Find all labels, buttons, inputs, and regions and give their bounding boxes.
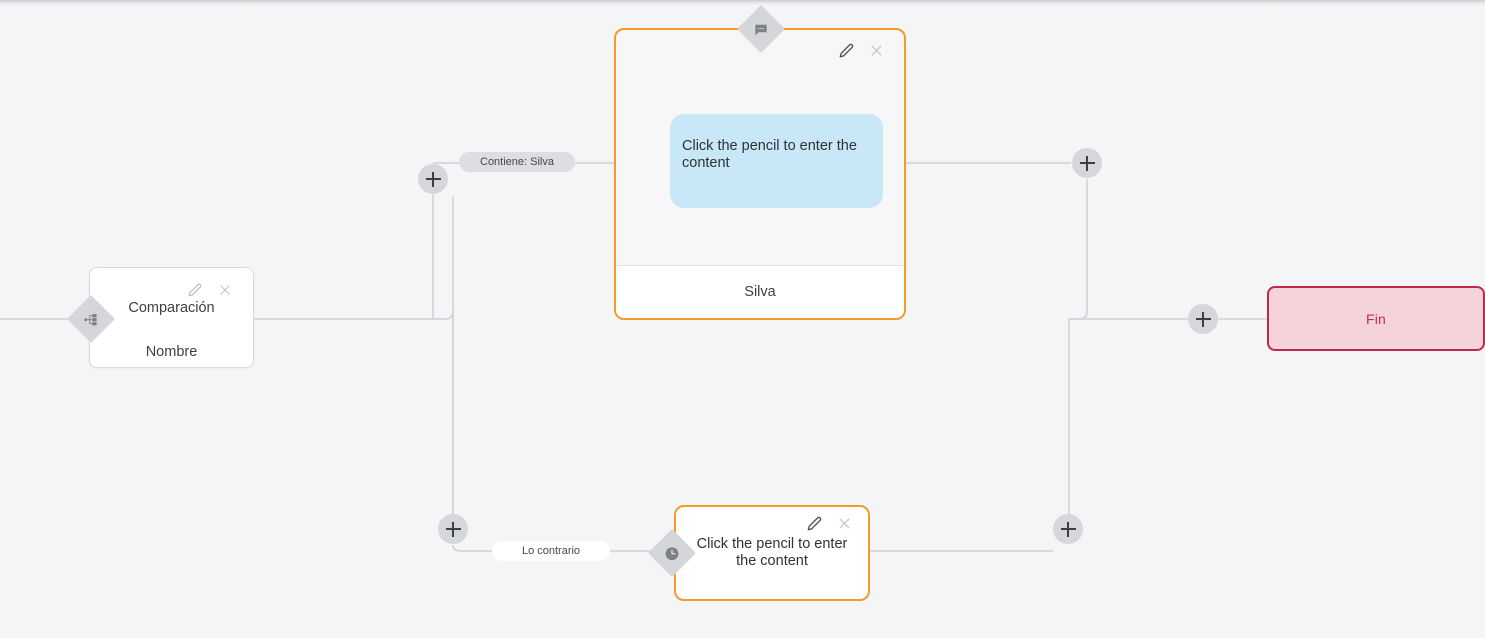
edge-label-false-branch[interactable]: Lo contrario — [492, 541, 610, 561]
pencil-icon[interactable] — [838, 42, 854, 58]
edge-plus-to-label-false — [452, 544, 492, 552]
edge-label-true-branch[interactable]: Contiene: Silva — [459, 152, 575, 172]
node-end-label: Fin — [1365, 310, 1387, 327]
sitemap-icon — [84, 312, 99, 327]
add-node-before-end[interactable] — [1188, 304, 1218, 334]
node-comparison-subtitle: Nombre — [145, 344, 198, 360]
node-delay-actions — [806, 515, 852, 531]
pencil-icon[interactable] — [187, 282, 203, 298]
add-node-false-branch[interactable] — [438, 514, 468, 544]
sitemap-icon-badge[interactable] — [66, 294, 116, 344]
edge-plus-down-to-merge — [1069, 179, 1088, 320]
add-node-true-branch[interactable] — [418, 164, 448, 194]
clock-icon — [664, 545, 681, 562]
node-comparison[interactable]: Comparación Nombre — [89, 267, 254, 368]
edge-comparison-to-true-trunk — [254, 196, 454, 320]
add-node-after-message[interactable] — [1072, 148, 1102, 178]
node-message[interactable]: Click the pencil to enter the content Si… — [614, 28, 906, 320]
node-comparison-title: Comparación — [128, 300, 215, 316]
close-icon[interactable] — [217, 282, 233, 298]
pencil-icon[interactable] — [806, 515, 822, 531]
node-delay[interactable]: Click the pencil to enter the content — [674, 505, 870, 601]
close-icon[interactable] — [868, 42, 884, 58]
chat-bubble-icon — [754, 22, 769, 37]
node-delay-text: Click the pencil to enter the content — [696, 536, 848, 570]
chat-bubble-icon-badge[interactable] — [736, 4, 786, 54]
node-message-actions — [838, 42, 884, 58]
message-bubble[interactable]: Click the pencil to enter the content — [670, 114, 883, 208]
add-node-after-delay[interactable] — [1053, 514, 1083, 544]
top-shadow-strip — [0, 0, 1485, 6]
node-end[interactable]: Fin — [1267, 286, 1485, 351]
clock-icon-badge[interactable] — [647, 528, 697, 578]
node-message-footer: Silva — [616, 265, 904, 318]
close-icon[interactable] — [836, 515, 852, 531]
node-comparison-actions — [187, 282, 233, 298]
